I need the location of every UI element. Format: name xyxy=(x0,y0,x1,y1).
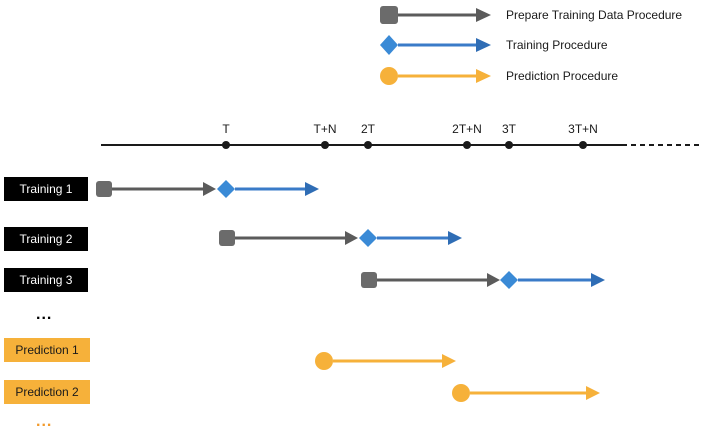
arrowhead-icon xyxy=(442,354,456,368)
prediction-2-track xyxy=(452,384,600,402)
diamond-icon xyxy=(380,35,398,55)
square-icon xyxy=(380,6,398,24)
circle-icon xyxy=(452,384,470,402)
legend-prepare-arrow xyxy=(380,6,491,24)
tick-label: 3T+N xyxy=(568,122,598,136)
prediction-1-label: Prediction 1 xyxy=(4,338,90,362)
arrowhead-icon xyxy=(591,273,605,287)
arrowhead-icon xyxy=(586,386,600,400)
legend-prepare-label: Prepare Training Data Procedure xyxy=(506,8,683,22)
diamond-icon xyxy=(500,271,518,289)
timeline-axis xyxy=(101,141,700,149)
arrowhead-icon xyxy=(487,273,500,287)
tick-point xyxy=(364,141,372,149)
arrowhead-icon xyxy=(305,182,319,196)
tick-point xyxy=(463,141,471,149)
square-icon xyxy=(96,181,112,197)
training-1-track xyxy=(96,180,319,198)
legend-prediction-arrow xyxy=(380,67,491,85)
training-ellipsis: ... xyxy=(36,306,53,323)
arrowhead-icon xyxy=(476,38,491,52)
training-2-track xyxy=(219,229,462,247)
tick-point xyxy=(505,141,513,149)
arrowhead-icon xyxy=(203,182,216,196)
circle-icon xyxy=(380,67,398,85)
prediction-1-track xyxy=(315,352,456,370)
tick-label: T+N xyxy=(313,122,337,136)
tick-point xyxy=(579,141,587,149)
prediction-ellipsis: ... xyxy=(36,413,53,430)
tick-label: 2T xyxy=(360,122,376,136)
legend-training-arrow xyxy=(380,35,491,55)
diamond-icon xyxy=(359,229,377,247)
training-3-label: Training 3 xyxy=(4,268,88,292)
training-2-label: Training 2 xyxy=(4,227,88,251)
legend-prediction-label: Prediction Procedure xyxy=(506,69,619,83)
training-3-track xyxy=(361,271,605,289)
tick-point xyxy=(321,141,329,149)
arrowhead-icon xyxy=(448,231,462,245)
arrowhead-icon xyxy=(476,69,491,83)
square-icon xyxy=(219,230,235,246)
tick-point xyxy=(222,141,230,149)
arrowhead-icon xyxy=(345,231,358,245)
arrowhead-icon xyxy=(476,8,491,22)
prediction-2-label: Prediction 2 xyxy=(4,380,90,404)
diamond-icon xyxy=(217,180,235,198)
square-icon xyxy=(361,272,377,288)
training-1-label: Training 1 xyxy=(4,177,88,201)
legend-training-label: Training Procedure xyxy=(506,38,608,52)
tick-label: 2T+N xyxy=(452,122,482,136)
tick-label: 3T xyxy=(501,122,517,136)
tick-label: T xyxy=(222,122,230,136)
circle-icon xyxy=(315,352,333,370)
